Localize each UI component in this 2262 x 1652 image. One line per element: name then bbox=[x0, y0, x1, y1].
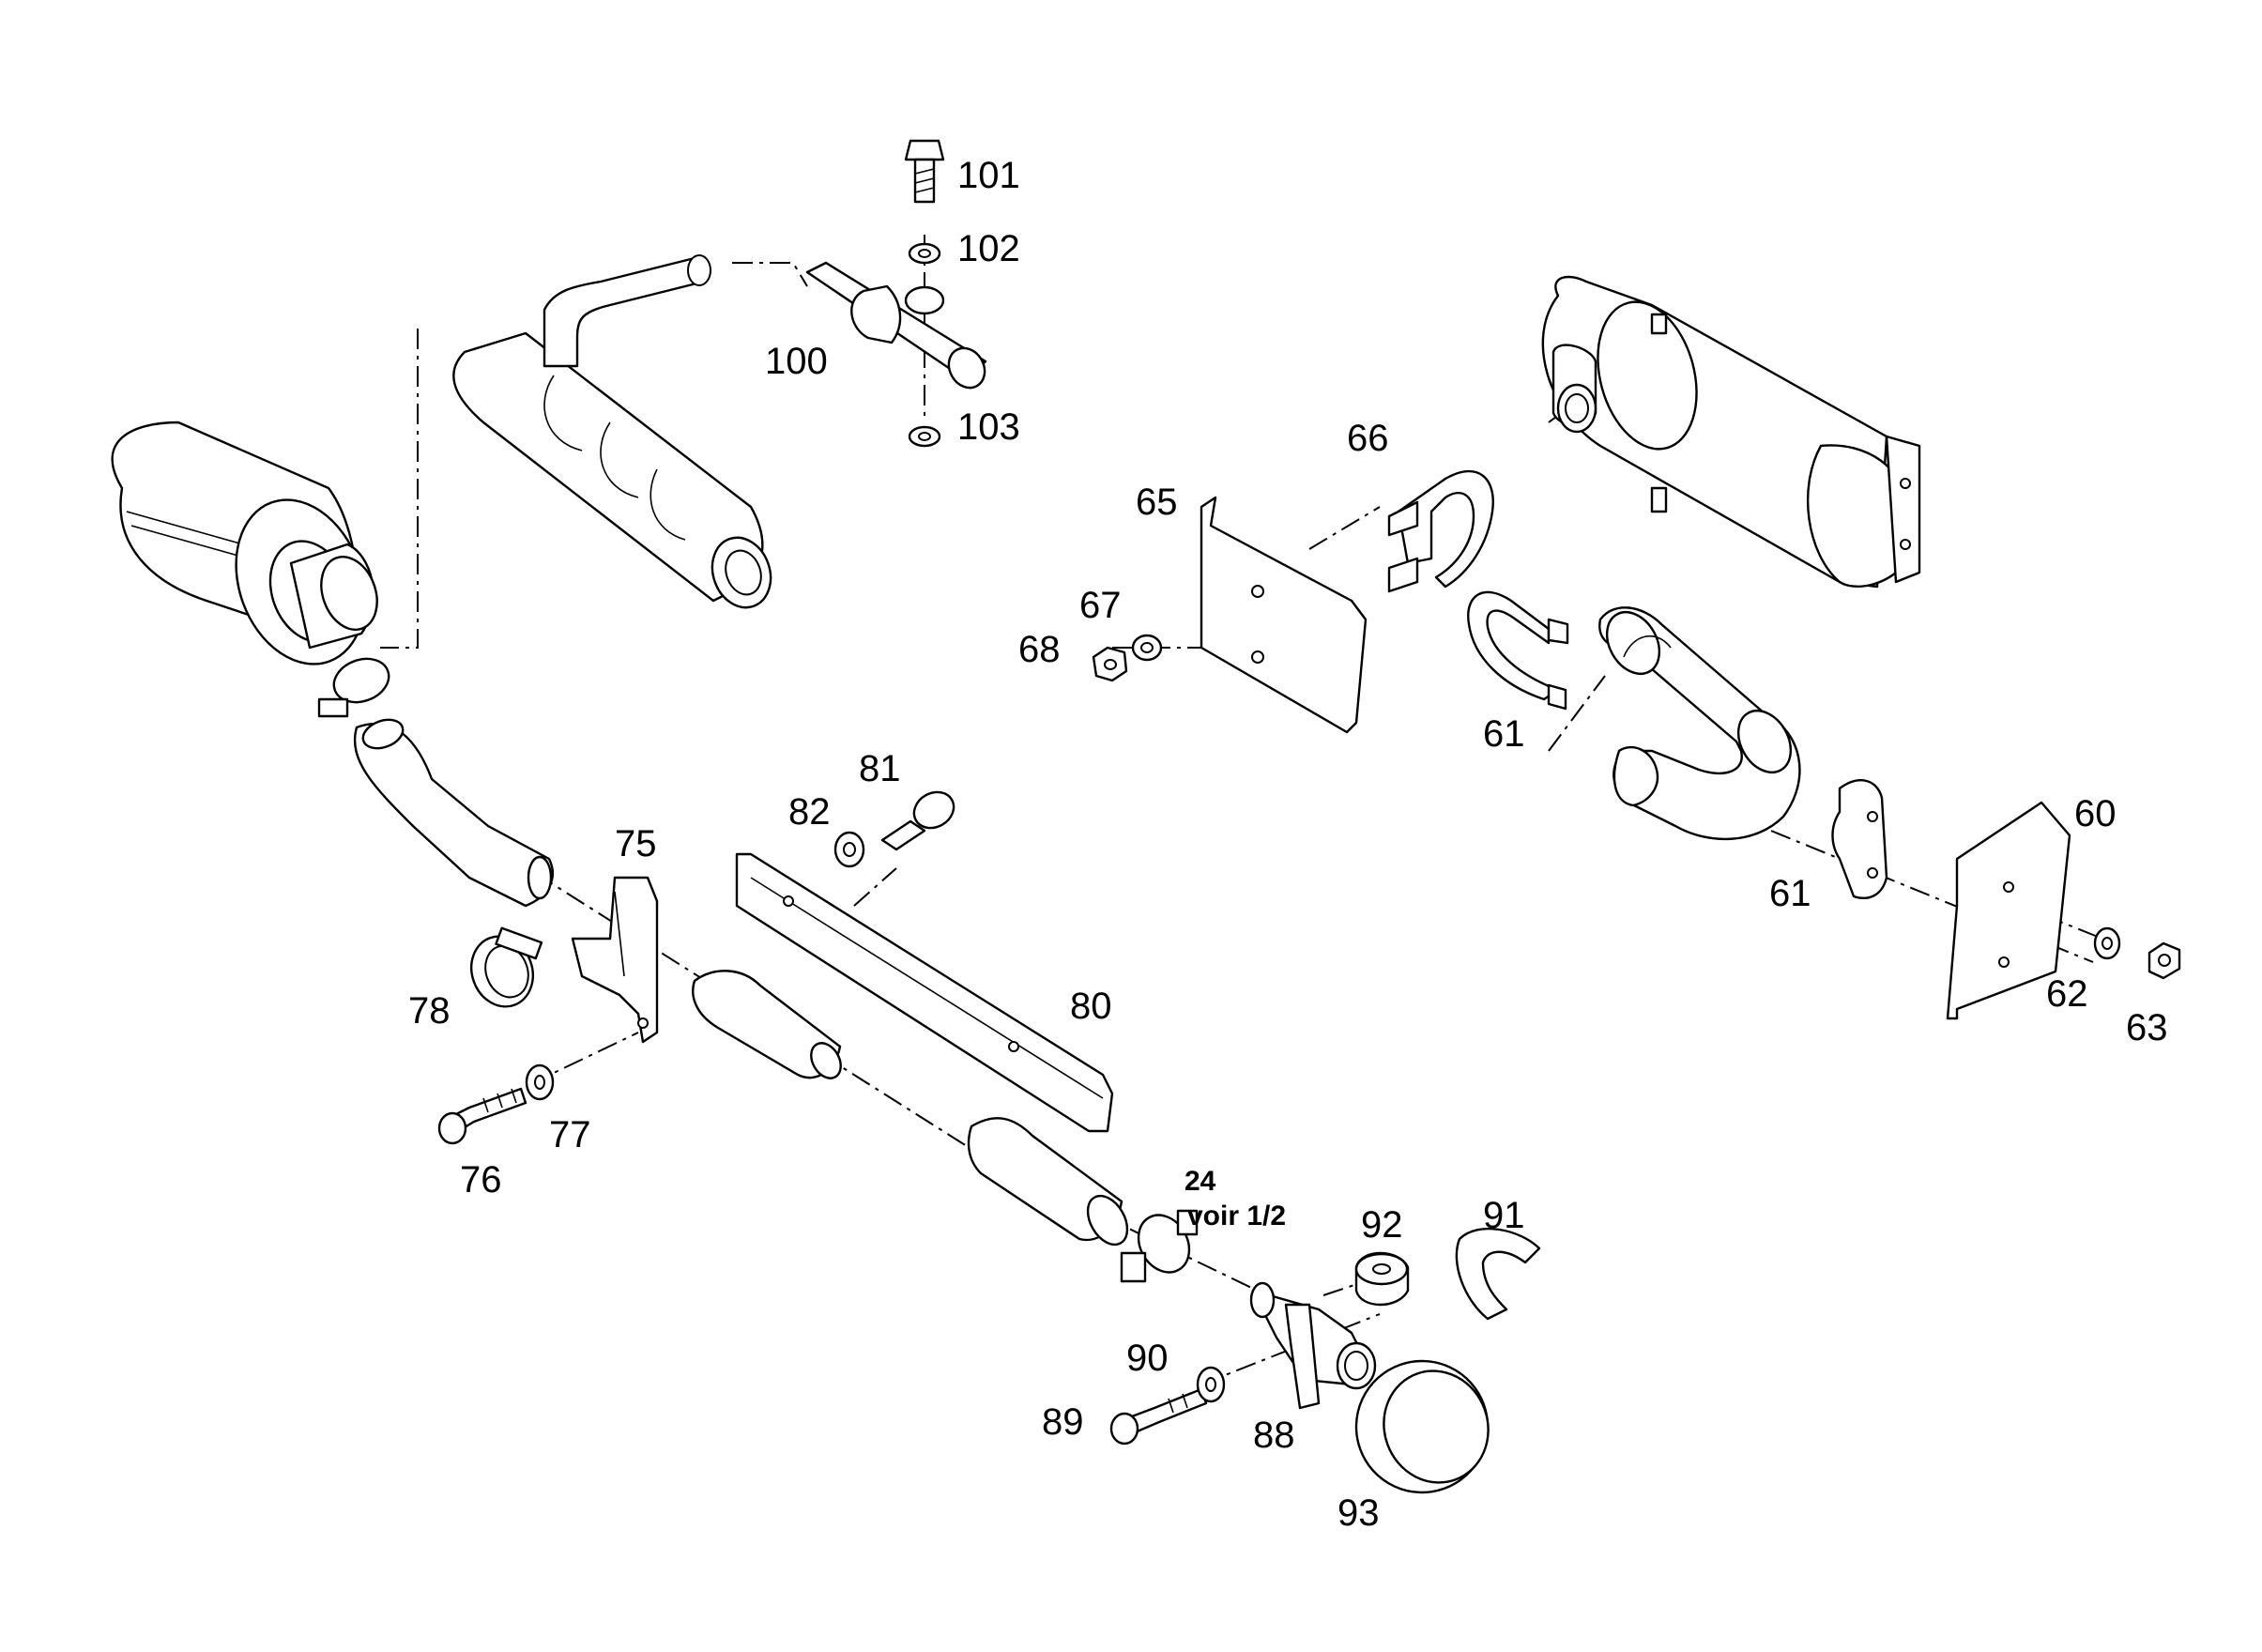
callout-91: 91 bbox=[1483, 1195, 1525, 1236]
callout-100: 100 bbox=[765, 341, 828, 382]
note-text: voir 1/2 bbox=[1187, 1201, 1286, 1231]
u-bolt-61 bbox=[1467, 590, 1569, 711]
screw-89 bbox=[1109, 1387, 1208, 1446]
callout-90: 90 bbox=[1126, 1338, 1169, 1379]
callout-61-upper: 61 bbox=[1483, 713, 1525, 755]
callout-76: 76 bbox=[460, 1159, 502, 1201]
callout-63: 63 bbox=[2126, 1007, 2168, 1048]
callout-75: 75 bbox=[615, 823, 657, 864]
callout-80: 80 bbox=[1070, 986, 1112, 1027]
screw-81 bbox=[880, 790, 955, 851]
exhaust-clamp bbox=[1120, 1209, 1199, 1283]
washer-67 bbox=[1131, 634, 1163, 662]
callout-66: 66 bbox=[1347, 418, 1389, 459]
exhaust-pipe-lower bbox=[967, 1117, 1129, 1247]
clamp-78 bbox=[470, 926, 543, 1008]
rubber-tube-100 bbox=[805, 261, 987, 390]
exhaust-pipe-upper bbox=[692, 970, 842, 1079]
screw-76 bbox=[437, 1087, 527, 1145]
washer-102 bbox=[908, 242, 941, 265]
callout-77: 77 bbox=[549, 1114, 591, 1155]
bracket-88 bbox=[1249, 1281, 1377, 1410]
callout-92: 92 bbox=[1361, 1204, 1403, 1246]
callout-102: 102 bbox=[957, 228, 1020, 269]
callout-93: 93 bbox=[1337, 1492, 1380, 1534]
washer-77 bbox=[525, 1063, 555, 1101]
bracket-65 bbox=[1200, 496, 1368, 734]
saddle-61 bbox=[1831, 779, 1888, 899]
exhaust-elbow bbox=[1598, 606, 1801, 841]
washer-90 bbox=[1196, 1366, 1226, 1403]
air-cleaner-housing bbox=[111, 421, 378, 665]
callout-68: 68 bbox=[1018, 629, 1061, 670]
nut-63 bbox=[2147, 941, 2181, 980]
u-clamp-66 bbox=[1387, 469, 1494, 593]
callout-labels: 101 102 100 103 66 65 67 68 61 60 61 62 … bbox=[408, 155, 2168, 1534]
callout-67: 67 bbox=[1079, 585, 1122, 626]
bracket-60 bbox=[1946, 801, 2071, 1020]
callout-78: 78 bbox=[408, 990, 451, 1032]
callout-65: 65 bbox=[1136, 482, 1178, 523]
callout-89: 89 bbox=[1042, 1401, 1084, 1443]
nut-68 bbox=[1092, 646, 1128, 682]
muffler bbox=[1541, 275, 1921, 589]
callout-61-lower: 61 bbox=[1769, 873, 1811, 914]
callout-81: 81 bbox=[859, 748, 901, 789]
bolt-101 bbox=[904, 139, 945, 204]
washer-103 bbox=[908, 425, 941, 448]
note-reference: 24 bbox=[1184, 1166, 1216, 1197]
callout-82: 82 bbox=[788, 791, 831, 833]
shield-91 bbox=[1455, 1227, 1541, 1321]
pre-cleaner-tube bbox=[452, 254, 772, 609]
callout-60: 60 bbox=[2074, 793, 2117, 834]
callout-62: 62 bbox=[2046, 973, 2088, 1015]
silencer-cap-93 bbox=[1354, 1359, 1490, 1494]
callout-101: 101 bbox=[957, 155, 1020, 196]
callout-103: 103 bbox=[957, 406, 1020, 448]
callout-88: 88 bbox=[1253, 1415, 1295, 1456]
washer-62 bbox=[2093, 926, 2121, 960]
bracket-75 bbox=[571, 876, 659, 1044]
intake-hose bbox=[353, 718, 554, 908]
heat-shield-80 bbox=[735, 852, 1114, 1133]
hose-clamp bbox=[317, 657, 390, 718]
rubber-buffer-92 bbox=[1354, 1251, 1410, 1307]
washer-82 bbox=[833, 831, 865, 868]
